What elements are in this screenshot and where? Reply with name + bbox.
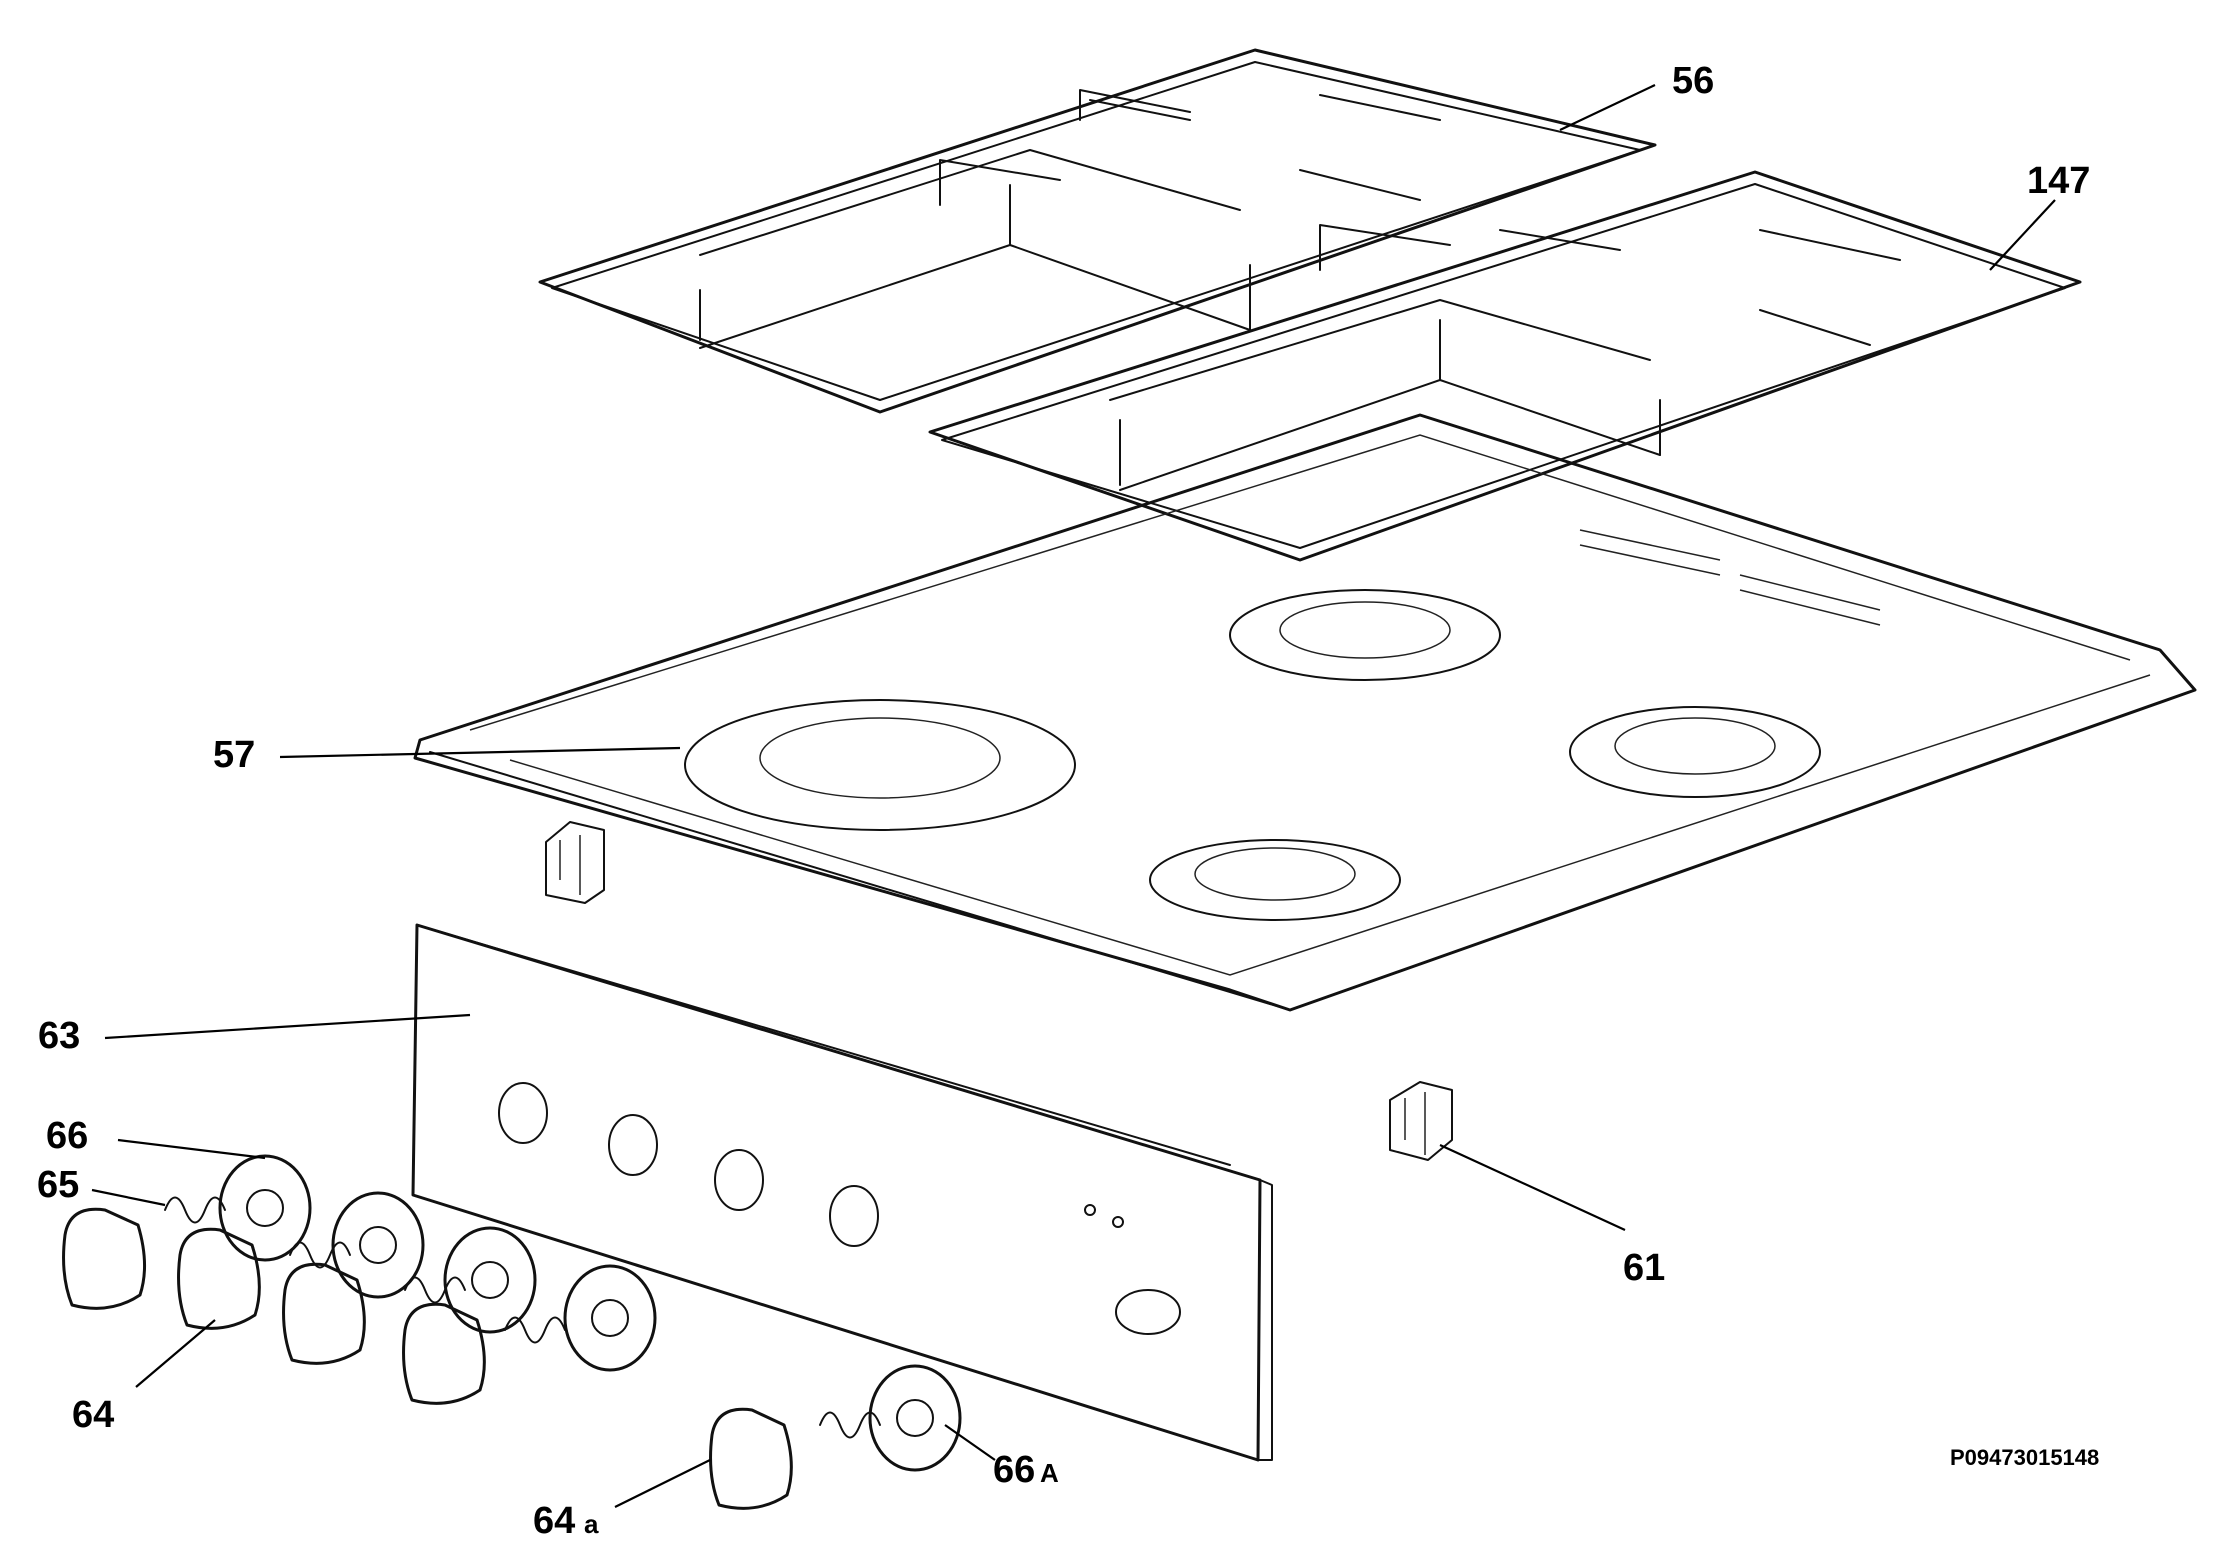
callout-64a-suffix: a: [584, 1509, 599, 1539]
knob-set-64: [62, 1207, 486, 1405]
clip-61: [1389, 1081, 1453, 1161]
callout-66a-number: 66: [993, 1449, 1035, 1491]
callout-64a-number: 64: [533, 1500, 575, 1542]
callout-64: 64: [72, 1394, 114, 1436]
control-panel-63: [411, 923, 1273, 1462]
callout-61: 61: [1623, 1247, 1665, 1289]
callout-57: 57: [213, 734, 255, 776]
leader-lines: [91, 84, 2056, 1508]
callout-66: 66: [46, 1115, 88, 1157]
callout-63: 63: [38, 1015, 80, 1057]
pan-support-56: [538, 48, 1657, 414]
drawing-code: P09473015148: [1950, 1445, 2099, 1470]
callout-56: 56: [1672, 60, 1714, 102]
callout-147: 147: [2027, 160, 2090, 202]
spring-set-65: [164, 1196, 881, 1439]
callout-65: 65: [37, 1164, 79, 1206]
hob-top-57: [413, 413, 2197, 1012]
bezel-set-66: [218, 1154, 657, 1372]
callouts: 56 147 57 63 66 65 64 61 64 a 66 A: [37, 60, 2090, 1542]
clip-left: [545, 821, 605, 904]
callout-66a-suffix: A: [1040, 1458, 1059, 1488]
knob-64a: [709, 1407, 793, 1510]
bezel-66a: [868, 1364, 962, 1472]
pan-support-147: [928, 170, 2082, 562]
